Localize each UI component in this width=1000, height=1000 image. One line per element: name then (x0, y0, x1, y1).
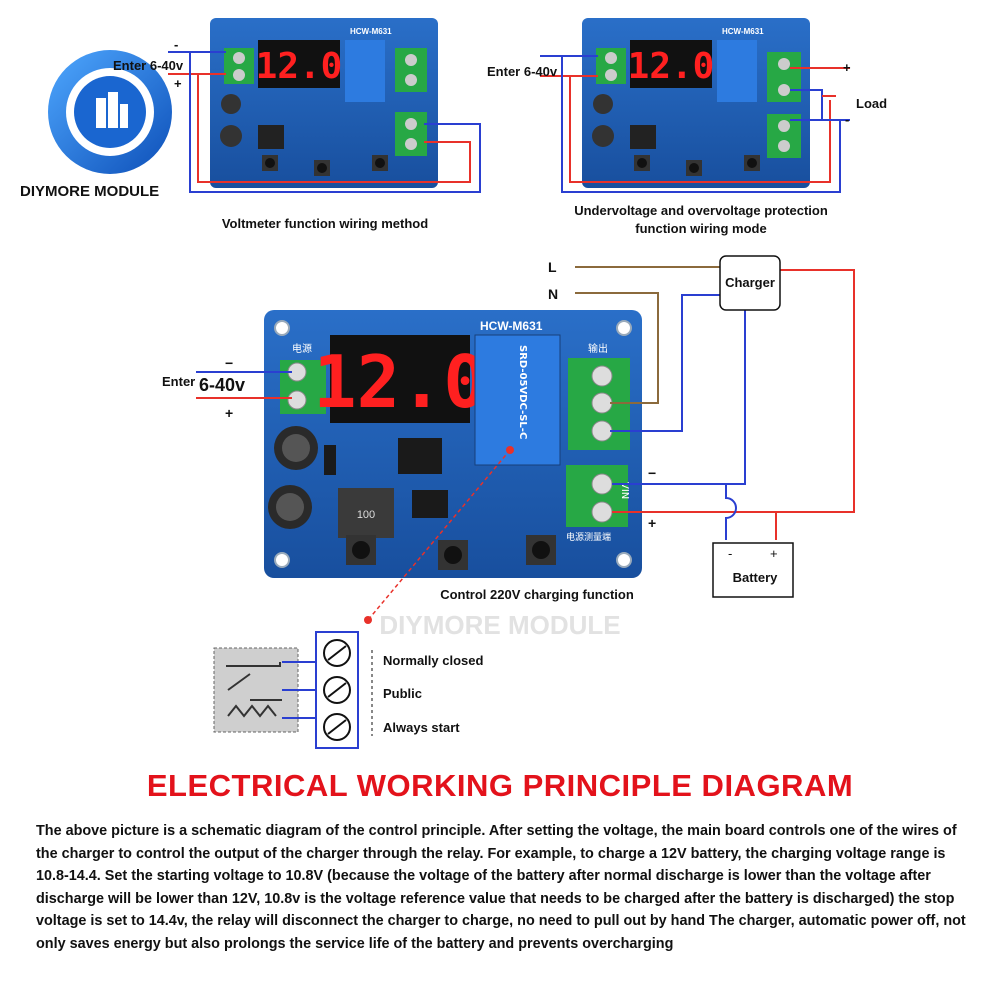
relay-label: SRD-05VDC-SL-C (517, 345, 528, 439)
charger-box (719, 255, 781, 311)
top-left-caption: Voltmeter function wiring method (222, 216, 428, 231)
top-right-caption-2: function wiring mode (635, 221, 766, 236)
display-readout: 12.0 (313, 340, 486, 424)
model-label: HCW-M631 (350, 27, 392, 36)
inductor-value: 100 (357, 509, 375, 521)
model-label: HCW-M631 (480, 319, 543, 333)
line-L-label: L (548, 259, 557, 275)
battery-plus: + (770, 546, 778, 561)
display-readout: 12.0 (256, 46, 343, 87)
board-main: 电源 12.0 SRD-05VDC-SL-C HCW-M631 输出 VIN 电… (264, 310, 642, 578)
top-right-enter: Enter 6-40v (487, 64, 558, 79)
board-top-left: 12.0 HCW-M631 (210, 18, 438, 188)
top-left-minus: - (174, 37, 178, 52)
charger-label: Charger (725, 275, 775, 290)
main-minus: − (225, 355, 233, 371)
vin-label: VIN (619, 482, 630, 499)
top-right-load: Load (856, 96, 887, 111)
vin-minus: − (648, 465, 656, 481)
brand-logo-icon (48, 50, 172, 174)
relay-com-label: Public (383, 686, 422, 701)
display-readout: 12.0 (628, 46, 715, 87)
battery-label: Battery (733, 570, 779, 585)
main-plus: + (225, 405, 233, 421)
board-top-right: 12.0 HCW-M631 (582, 18, 810, 188)
vin-plus: + (648, 515, 656, 531)
battery-minus: - (728, 546, 732, 561)
main-enter: Enter (162, 374, 195, 389)
top-left-enter: Enter 6-40v (113, 58, 184, 73)
wires-top-left (168, 51, 481, 193)
top-left-plus: + (174, 76, 182, 91)
detail-pointer (364, 446, 514, 624)
relay-no-label: Always start (383, 720, 460, 735)
measure-terminal-label: 电源测量端 (566, 531, 611, 543)
output-terminal-label: 输出 (588, 342, 608, 355)
battery-box (712, 542, 794, 598)
wires-top-right (540, 55, 850, 193)
main-caption: Control 220V charging function (440, 587, 634, 602)
power-terminal-label: 电源 (292, 342, 312, 355)
line-N-label: N (548, 286, 558, 302)
watermark: DIYMORE MODULE (379, 610, 620, 640)
relay-nc-label: Normally closed (383, 653, 483, 668)
main-enter-range: 6-40v (199, 375, 245, 395)
section-heading: ELECTRICAL WORKING PRINCIPLE DIAGRAM (146, 768, 854, 803)
model-label: HCW-M631 (722, 27, 764, 36)
description-paragraph: The above picture is a schematic diagram… (36, 823, 966, 952)
brand-name: DIYMORE MODULE (20, 183, 160, 200)
top-right-caption-1: Undervoltage and overvoltage protection (574, 203, 828, 218)
wires-main (196, 266, 855, 540)
top-right-load-plus: + (843, 60, 851, 75)
relay-detail (213, 631, 373, 749)
top-right-load-minus: - (845, 112, 849, 127)
